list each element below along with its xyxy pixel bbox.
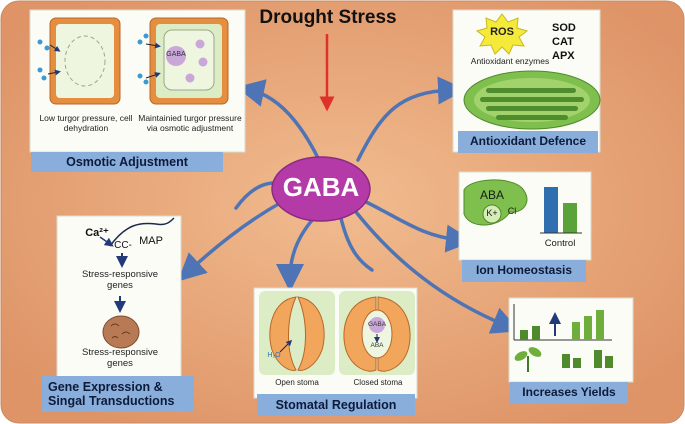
chloroplast bbox=[463, 70, 601, 130]
ion-aba-text: ABA bbox=[479, 188, 504, 202]
connector-arrows bbox=[177, 76, 520, 334]
stomatal-regulation-label: Stomatal Regulation bbox=[257, 394, 415, 416]
gene-pathway bbox=[99, 217, 175, 349]
ion-cell bbox=[463, 179, 528, 226]
increases-yields-label: Increases Yields bbox=[510, 382, 628, 404]
osmotic-right-caption: Maintainied turgor pressure via osmotic … bbox=[138, 113, 242, 134]
yield-bars bbox=[513, 304, 612, 341]
closed-stoma bbox=[343, 296, 411, 372]
gene-map-text: MAP bbox=[139, 235, 163, 247]
osmotic-left-caption: Low turgor pressure, cell dehydration bbox=[39, 113, 133, 134]
gene-expression-label: Gene Expression & Singal Transductions bbox=[42, 376, 194, 412]
gene-srg-1: Stress-responsive genes bbox=[81, 269, 159, 291]
ion-homeostasis-label: Ion Homeostasis bbox=[462, 260, 586, 282]
arrow-to-osmotic bbox=[236, 79, 320, 160]
arrow-to-yields bbox=[354, 210, 520, 334]
ion-cl-text: Cl bbox=[507, 206, 517, 216]
arrow-branch-lower bbox=[338, 212, 374, 272]
osmotic-adjustment-label: Osmotic Adjustment bbox=[31, 152, 223, 172]
ros-burst bbox=[475, 13, 529, 55]
stoma-aba-text: ABA bbox=[370, 342, 384, 349]
gaba-center-label: GABA bbox=[282, 172, 360, 202]
stoma-h2o-text: H₂O bbox=[267, 352, 281, 359]
gene-cc-text: CC- bbox=[114, 240, 132, 251]
arrow-to-ion bbox=[360, 198, 474, 253]
arrow-to-stomatal bbox=[276, 216, 316, 292]
sod-label: SOD bbox=[552, 22, 576, 34]
arrow-to-antioxidant bbox=[356, 76, 466, 162]
osmotic-cell-left bbox=[37, 17, 121, 105]
diagram-title: Drought Stress bbox=[259, 7, 397, 28]
ion-k-text: K+ bbox=[486, 208, 498, 218]
gene-srg-2: Stress-responsive genes bbox=[81, 347, 159, 369]
osmotic-cell-right bbox=[137, 17, 229, 105]
open-stoma bbox=[269, 296, 325, 371]
antioxidant-enzymes-text: Antioxidant enzymes bbox=[470, 56, 550, 66]
ion-control-text: Control bbox=[544, 238, 576, 249]
osmotic-inner-gaba: GABA bbox=[166, 51, 186, 58]
yield-plants bbox=[514, 347, 613, 372]
ros-label: ROS bbox=[490, 26, 514, 38]
open-stoma-caption: Open stoma bbox=[275, 378, 319, 387]
stoma-gaba-text: GABA bbox=[367, 321, 387, 328]
closed-stoma-caption: Closed stoma bbox=[353, 378, 403, 387]
apx-label: APX bbox=[552, 50, 575, 62]
arrow-to-gene bbox=[177, 200, 284, 282]
ion-bar-blue bbox=[544, 187, 558, 233]
cat-label: CAT bbox=[552, 36, 574, 48]
antioxidant-defence-label: Antioxidant Defence bbox=[458, 131, 598, 153]
gene-ca-text: Ca²⁺ bbox=[85, 227, 109, 239]
ion-bar-green bbox=[563, 203, 577, 233]
gaba-ellipse bbox=[271, 156, 371, 222]
